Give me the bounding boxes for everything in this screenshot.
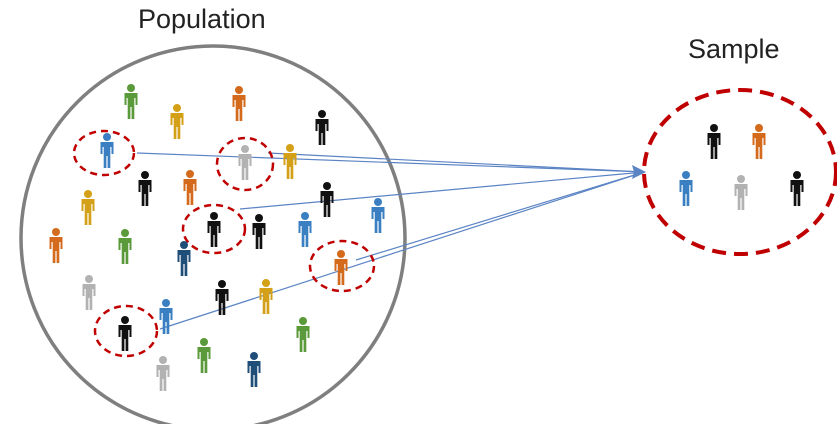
person-icon (159, 299, 173, 334)
selection-arrow (355, 171, 645, 261)
person-icon (215, 280, 229, 315)
arrowhead (632, 165, 646, 179)
sample-label: Sample (688, 34, 780, 64)
person-icon (790, 171, 804, 206)
population-circle (19, 44, 407, 424)
selection-ring (72, 129, 136, 177)
person-icon (283, 144, 297, 179)
person-icon (734, 175, 748, 210)
selection-arrow (136, 152, 645, 173)
person-icon (752, 124, 766, 159)
sample-circle (642, 88, 837, 256)
person-icon (81, 190, 95, 225)
person-icon (177, 241, 191, 276)
person-icon (124, 84, 138, 119)
person-icon (298, 212, 312, 247)
population-people (49, 84, 385, 391)
person-icon (252, 214, 266, 249)
person-icon (183, 170, 197, 205)
person-icon (259, 279, 273, 314)
person-icon (197, 338, 211, 373)
person-icon (315, 110, 329, 145)
selection-ring (308, 239, 376, 293)
selection-arrow (267, 152, 645, 173)
person-icon (170, 104, 184, 139)
selection-ring (215, 136, 275, 192)
person-icon (238, 145, 252, 180)
selection-arrows (136, 152, 646, 330)
selection-arrow (159, 171, 645, 330)
person-icon (679, 171, 693, 206)
person-icon (334, 250, 348, 285)
person-icon (320, 182, 334, 217)
sample-people (679, 124, 804, 210)
person-icon (49, 228, 63, 263)
person-icon (118, 316, 132, 351)
person-icon (296, 317, 310, 352)
person-icon (232, 86, 246, 121)
person-icon (371, 198, 385, 233)
person-icon (82, 275, 96, 310)
selection-ring (93, 304, 159, 358)
selection-arrow (239, 171, 645, 210)
person-icon (707, 124, 721, 159)
person-icon (118, 229, 132, 264)
person-icon (100, 133, 114, 168)
person-icon (207, 212, 221, 247)
population-label: Population (138, 4, 266, 34)
selection-ring (181, 203, 247, 255)
person-icon (138, 171, 152, 206)
person-icon (156, 356, 170, 391)
selection-rings (72, 129, 376, 358)
person-icon (247, 352, 261, 387)
